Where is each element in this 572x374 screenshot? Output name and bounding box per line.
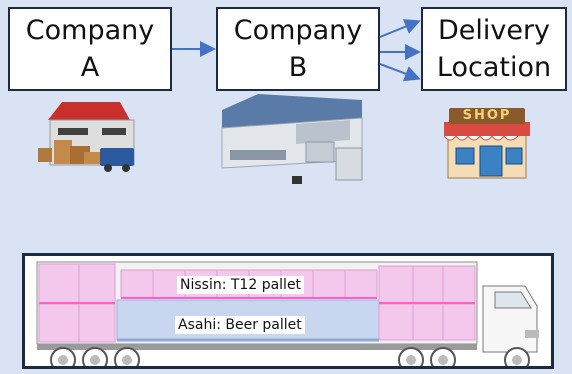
truck-loading-panel: Nissin: T12 pallet Asahi: Beer pallet xyxy=(22,253,554,369)
arrow-b-to-delivery-3 xyxy=(379,63,421,82)
shop-sign: SHOP xyxy=(449,108,525,124)
asahi-pallet-label: Asahi: Beer pallet xyxy=(175,316,305,334)
warehouse-icon xyxy=(38,102,135,172)
company-b-label: Company B xyxy=(233,15,363,83)
shop-sign-label: SHOP xyxy=(462,108,512,123)
delivery-location-label: Delivery Location xyxy=(436,15,552,83)
company-b-node: Company B xyxy=(216,7,380,91)
delivery-location-node: Delivery Location xyxy=(421,7,567,91)
arrow-b-to-delivery-1 xyxy=(379,19,421,38)
company-a-label: Company A xyxy=(25,15,155,83)
company-a-node: Company A xyxy=(8,7,172,91)
truck-illustration xyxy=(36,261,539,366)
distribution-center-icon xyxy=(221,94,363,184)
shop-icon xyxy=(443,122,530,179)
nissin-pallet-label: Nissin: T12 pallet xyxy=(177,276,305,294)
